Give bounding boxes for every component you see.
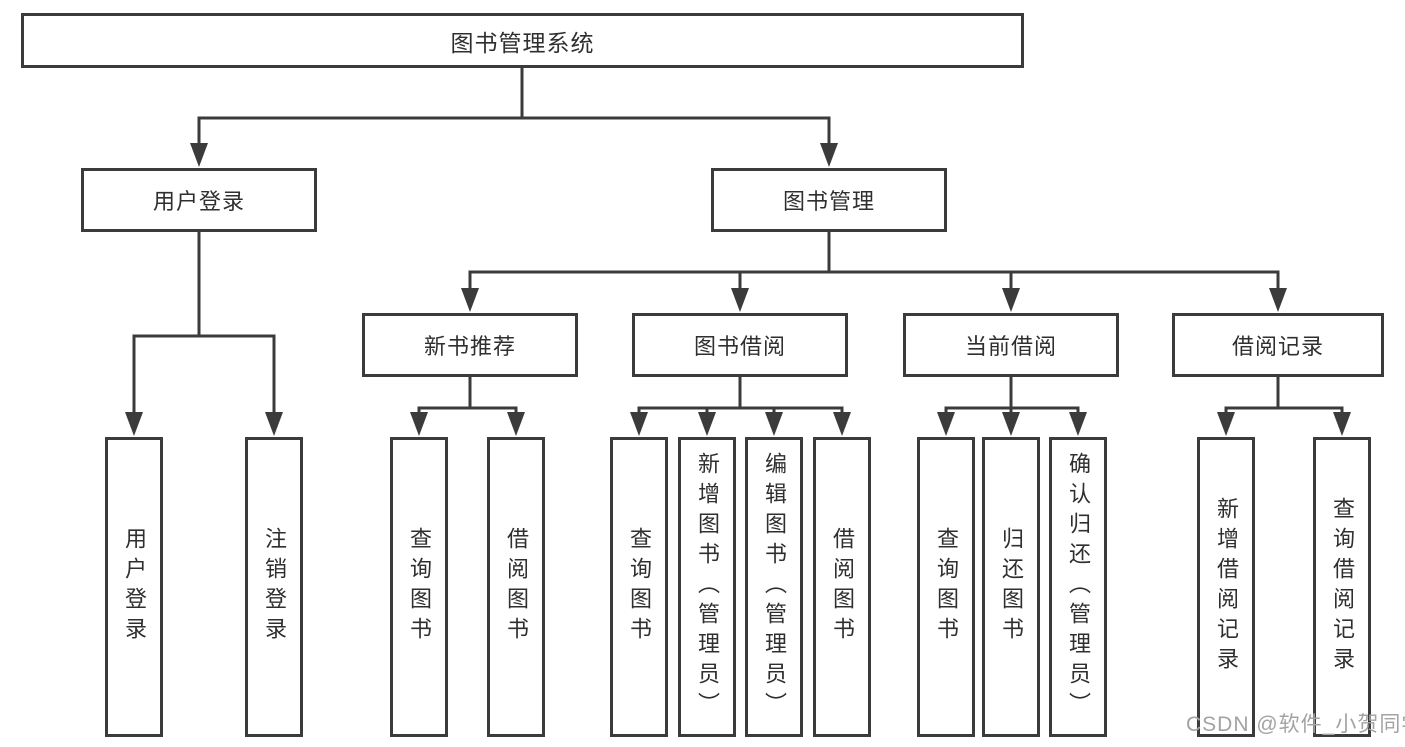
- edge-current-borrow-to-leaves: [937, 376, 1087, 436]
- edge-book-management-to-level3: [461, 231, 1287, 312]
- arrowhead-down-icon: [698, 412, 716, 436]
- node-label: 借阅记录: [1231, 334, 1324, 359]
- node-label: 新增图书（管理员）: [695, 452, 720, 722]
- arrowhead-down-icon: [1217, 412, 1235, 436]
- leaf-query-books-3: 查询图书: [917, 437, 975, 737]
- node-label: 查询借阅记录: [1330, 497, 1355, 677]
- edge-new-book-to-leaves: [410, 376, 525, 436]
- arrowhead-down-icon: [1269, 288, 1287, 312]
- leaf-logout: 注销登录: [245, 437, 303, 737]
- node-label: 用户登录: [122, 527, 147, 647]
- node-new-book-recommend: 新书推荐: [362, 313, 578, 377]
- node-label: 新书推荐: [423, 334, 516, 359]
- node-label: 用户登录: [152, 189, 245, 214]
- edge-user-login-to-leaves: [125, 231, 283, 436]
- node-label: 查询图书: [934, 527, 959, 647]
- leaf-confirm-return-admin: 确认归还（管理员）: [1049, 437, 1107, 737]
- edge-root-to-level2: [190, 67, 838, 167]
- node-label: 借阅图书: [830, 527, 855, 647]
- node-label: 借阅图书: [504, 527, 529, 647]
- edge-borrow-record-to-leaves: [1217, 376, 1351, 436]
- edge-book-borrow-to-leaves: [630, 376, 851, 436]
- node-label: 当前借阅: [964, 334, 1057, 359]
- leaf-user-login: 用户登录: [105, 437, 163, 737]
- arrowhead-down-icon: [190, 143, 208, 167]
- node-label: 查询图书: [407, 527, 432, 647]
- node-label: 归还图书: [999, 527, 1024, 647]
- arrowhead-down-icon: [630, 412, 648, 436]
- arrowhead-down-icon: [410, 412, 428, 436]
- node-label: 编辑图书（管理员）: [762, 452, 787, 722]
- arrowhead-down-icon: [820, 143, 838, 167]
- arrowhead-down-icon: [765, 412, 783, 436]
- arrowhead-down-icon: [731, 288, 749, 312]
- leaf-add-borrow-record: 新增借阅记录: [1197, 437, 1255, 737]
- arrowhead-down-icon: [461, 288, 479, 312]
- node-borrowing-records: 借阅记录: [1172, 313, 1384, 377]
- node-label: 注销登录: [262, 527, 287, 647]
- arrowhead-down-icon: [1002, 288, 1020, 312]
- arrowhead-down-icon: [833, 412, 851, 436]
- node-library-management-system: 图书管理系统: [21, 13, 1024, 68]
- arrowhead-down-icon: [1002, 412, 1020, 436]
- arrowhead-down-icon: [937, 412, 955, 436]
- leaf-return-books: 归还图书: [982, 437, 1040, 737]
- arrowhead-down-icon: [1069, 412, 1087, 436]
- leaf-borrow-books-1: 借阅图书: [487, 437, 545, 737]
- node-book-borrowing: 图书借阅: [632, 313, 848, 377]
- leaf-borrow-books-2: 借阅图书: [813, 437, 871, 737]
- arrowhead-down-icon: [125, 412, 143, 436]
- csdn-watermark: CSDN @软件_小贺同学: [1186, 713, 1405, 736]
- leaf-query-books-1: 查询图书: [390, 437, 448, 737]
- leaf-add-books-admin: 新增图书（管理员）: [678, 437, 736, 737]
- node-label: 新增借阅记录: [1214, 497, 1239, 677]
- leaf-edit-books-admin: 编辑图书（管理员）: [745, 437, 803, 737]
- node-current-borrowing: 当前借阅: [903, 313, 1119, 377]
- leaf-query-books-2: 查询图书: [610, 437, 668, 737]
- leaf-query-borrow-record: 查询借阅记录: [1313, 437, 1371, 737]
- node-label: 图书管理系统: [450, 29, 595, 56]
- node-label: 查询图书: [627, 527, 652, 647]
- node-label: 确认归还（管理员）: [1066, 452, 1091, 722]
- arrowhead-down-icon: [1333, 412, 1351, 436]
- node-label: 图书借阅: [693, 334, 786, 359]
- arrowhead-down-icon: [507, 412, 525, 436]
- node-label: 图书管理: [782, 189, 875, 214]
- node-user-login: 用户登录: [81, 168, 317, 232]
- node-book-management: 图书管理: [711, 168, 947, 232]
- arrowhead-down-icon: [265, 412, 283, 436]
